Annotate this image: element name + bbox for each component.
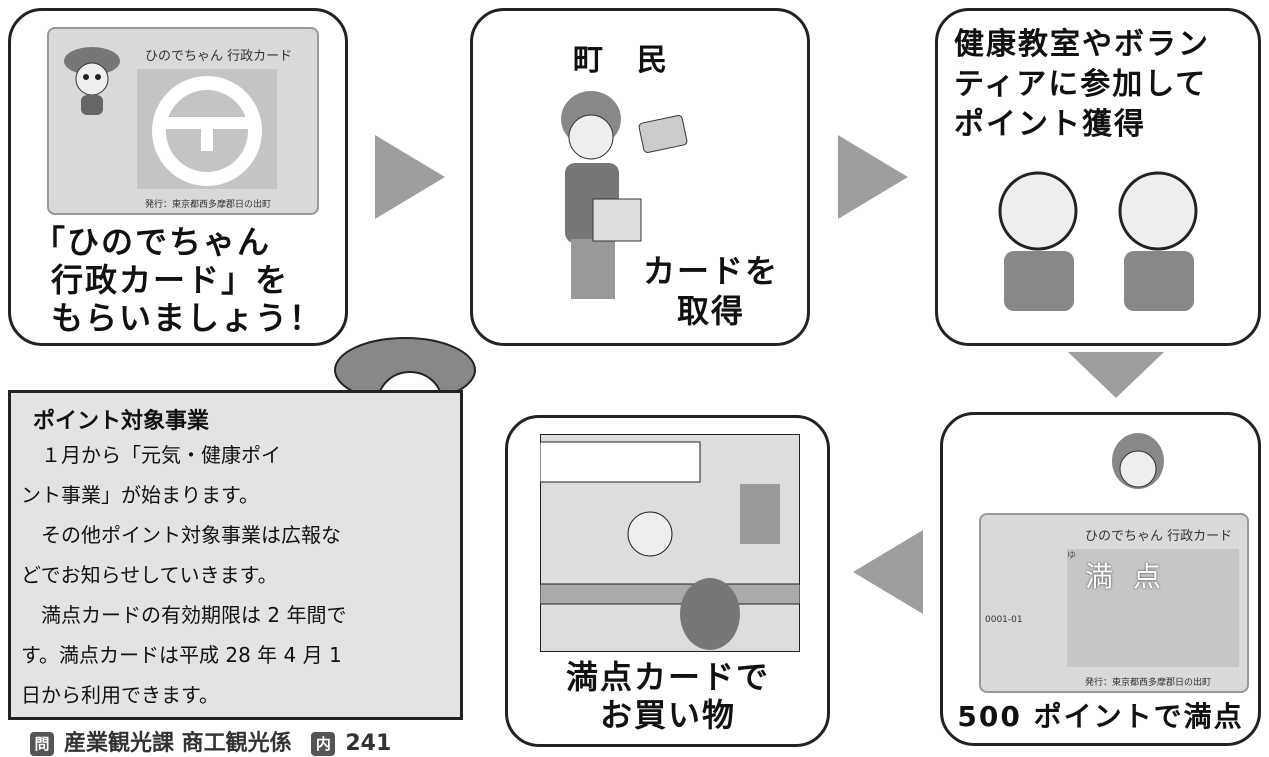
resident-caption: カードを 取得 <box>643 252 780 330</box>
hinode-card-image: ひのでちゃん 行政カード 発行：東京都西多摩郡日の出町 <box>47 27 319 215</box>
panel-get-card: ひのでちゃん 行政カード 発行：東京都西多摩郡日の出町 「ひのでちゃん 行政カー… <box>8 8 348 346</box>
info-paragraph-1: １月から「元気・健康ポイ ント事業」が始まります。 <box>21 443 281 507</box>
info-box: ポイント対象事業 １月から「元気・健康ポイ ント事業」が始まります。 その他ポイ… <box>8 390 463 720</box>
full-card-title: ひのでちゃん 行政カード <box>1085 529 1233 544</box>
footer-extension: 241 <box>345 731 392 756</box>
arrow-right-1 <box>375 135 445 219</box>
activity-caption: 健康教室やボラン ティアに参加して ポイント獲得 <box>954 27 1210 142</box>
stamp-row: ゆ <box>1067 551 1077 561</box>
info-paragraph-3: 満点カードの有効期限は 2 年間で す。満点カードは平成 28 年 4 月 1 … <box>21 603 347 707</box>
panel-activity: 健康教室やボラン ティアに参加して ポイント獲得 <box>935 8 1261 346</box>
info-title: ポイント対象事業 <box>33 409 210 434</box>
panel-shopping: 満点カードで お買い物 <box>505 415 830 747</box>
card-title: ひのでちゃん 行政カード <box>145 49 293 64</box>
seniors-icon <box>998 171 1198 311</box>
full-card-issuer: 発行：東京都西多摩郡日の出町 <box>1085 678 1212 688</box>
shop-caption: 満点カードで お買い物 <box>565 658 770 734</box>
resident-title: 町 民 <box>573 43 669 78</box>
full-card-image: ひのでちゃん 行政カード ゆ 満点 0001-01 発行：東京都西多摩郡日の出町 <box>979 513 1249 693</box>
arrow-left <box>853 530 923 614</box>
card-issuer: 発行：東京都西多摩郡日の出町 <box>145 200 272 210</box>
mascot-icon <box>64 47 120 115</box>
panel-full-points: ひのでちゃん 行政カード ゆ 満点 0001-01 発行：東京都西多摩郡日の出町… <box>940 412 1261 746</box>
contact-footer: 問産業観光課 商工観光係 内 241 <box>30 725 391 757</box>
info-paragraph-2: その他ポイント対象事業は広報な どでお知らせしていきます。 <box>21 523 341 587</box>
clerk-icon <box>1112 433 1164 489</box>
full-stamp-text: 満点 <box>1085 560 1182 593</box>
panel-resident: 町 民 カードを 取得 <box>470 8 810 346</box>
shop-illustration-icon <box>540 434 800 652</box>
panel1-caption: 「ひのでちゃん 行政カード」を もらいましょう！ <box>33 223 324 337</box>
resident-woman-icon <box>561 91 688 299</box>
extension-badge: 内 <box>311 732 336 756</box>
inquiry-badge: 問 <box>30 732 54 756</box>
card-number: 0001-01 <box>985 615 1023 625</box>
arrow-right-2 <box>838 135 908 219</box>
arrow-down <box>1068 352 1164 398</box>
town-emblem-icon <box>152 76 262 186</box>
stamp-grid: ゆ <box>1067 549 1239 667</box>
full-caption: 500 ポイントで満点 <box>957 700 1244 733</box>
footer-department: 産業観光課 商工観光係 <box>64 731 292 756</box>
card-emblem <box>137 69 277 189</box>
